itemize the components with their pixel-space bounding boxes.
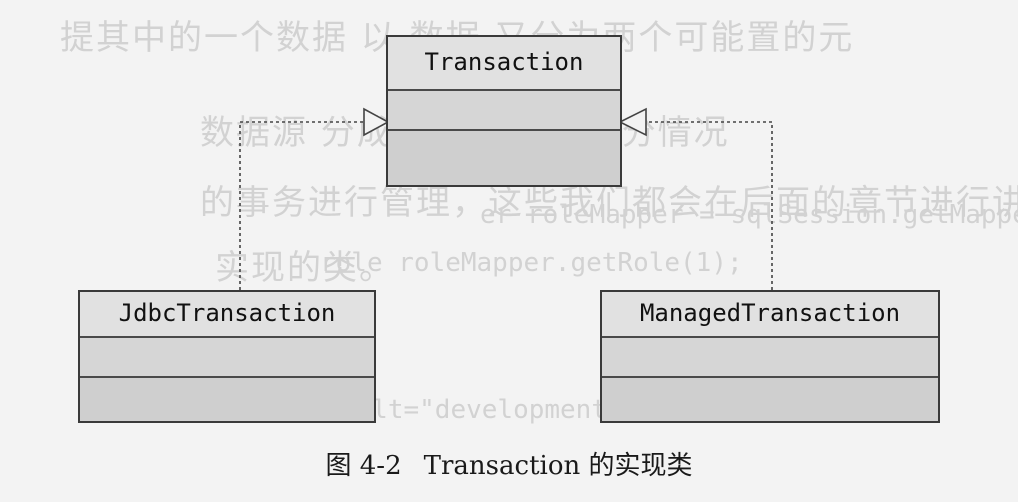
- realization-jdbc-to-transaction: [239, 107, 390, 290]
- figure-number: 图 4-2: [325, 451, 402, 481]
- class-managed-transaction[interactable]: ManagedTransaction: [600, 290, 940, 423]
- realization-arrowhead: [363, 107, 390, 137]
- class-attributes: [602, 338, 938, 378]
- class-name: Transaction: [388, 37, 620, 91]
- class-attributes: [388, 91, 620, 131]
- realization-arrowhead: [618, 107, 647, 137]
- figure-caption: 图 4-2 Transaction 的实现类: [0, 445, 1018, 482]
- figure-title: Transaction 的实现类: [423, 451, 693, 481]
- class-name: ManagedTransaction: [602, 292, 938, 338]
- class-transaction[interactable]: Transaction: [386, 35, 622, 187]
- class-operations: [80, 378, 374, 421]
- class-name: JdbcTransaction: [80, 292, 374, 338]
- class-operations: [388, 131, 620, 185]
- class-operations: [602, 378, 938, 421]
- class-attributes: [80, 338, 374, 378]
- class-jdbc-transaction[interactable]: JdbcTransaction: [78, 290, 376, 423]
- realization-managed-to-transaction: [618, 107, 773, 290]
